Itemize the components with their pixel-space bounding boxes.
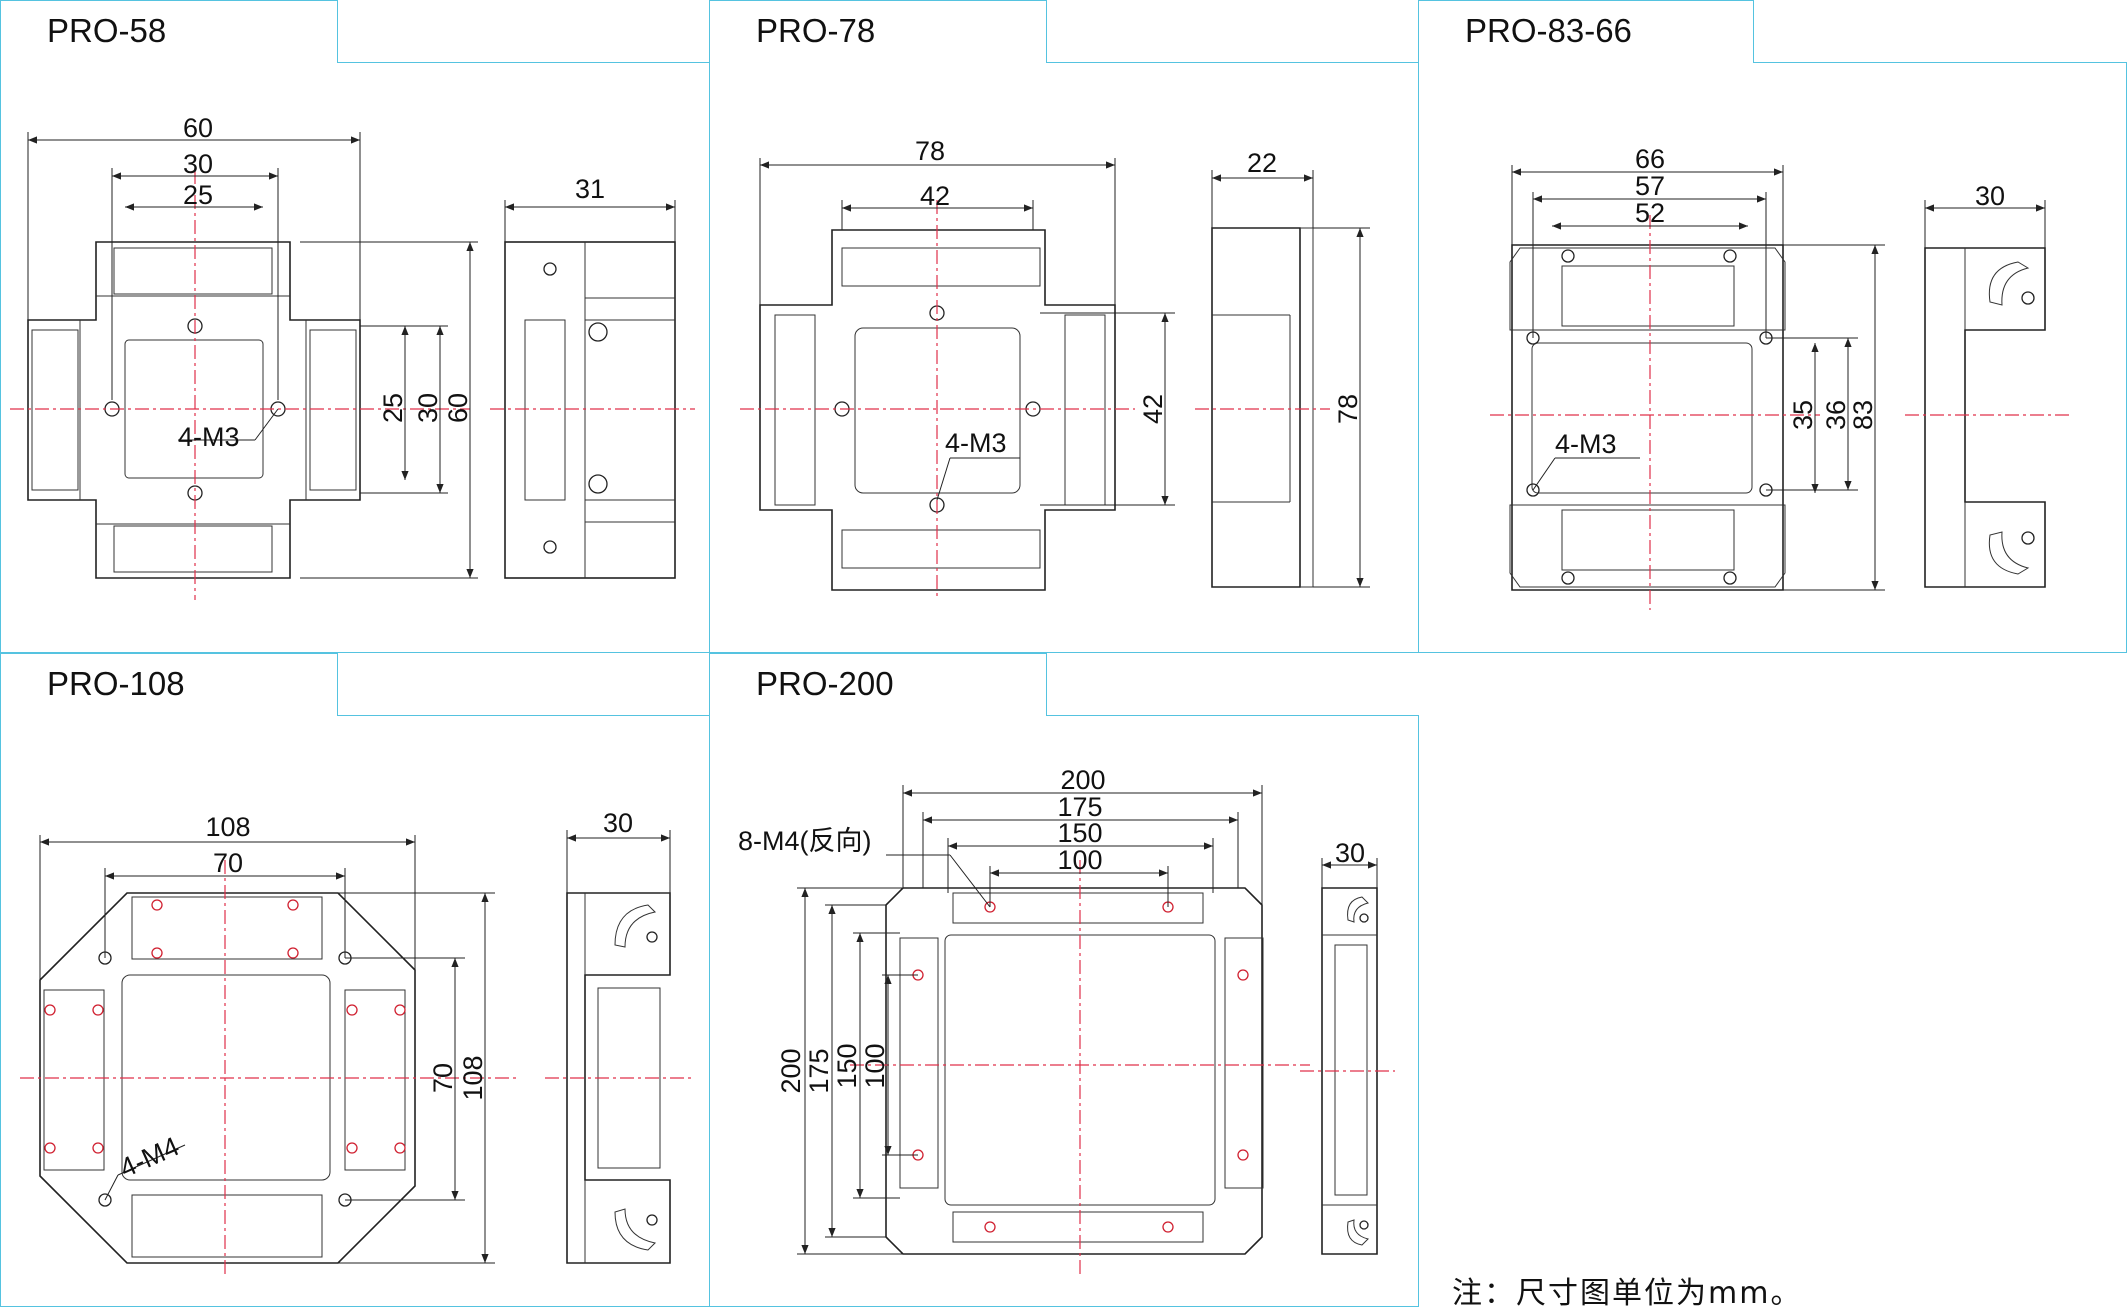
dim-hole-spacing: 30 [183, 149, 213, 179]
dim-hole-spacing: 42 [920, 181, 950, 211]
side-width: 30 [603, 808, 633, 838]
dim-hole-spacing: 100 [1057, 845, 1102, 875]
pro-83-66-front-view [1490, 215, 1820, 610]
drawing-pro-200: 200 175 150 100 200 175 150 100 8-M4(反向) [738, 765, 1395, 1275]
panel-title: PRO-58 [0, 0, 338, 63]
pro-78-side-view: 22 78 [1195, 148, 1370, 588]
dim-hole-spacing: 57 [1635, 171, 1665, 201]
dim-window: 52 [1635, 198, 1665, 228]
dim-hole-v: 70 [428, 1063, 458, 1093]
panel-pro-200 [709, 715, 1419, 1307]
side-width: 30 [1335, 838, 1365, 868]
side-height: 78 [1333, 394, 1363, 424]
dim-outer-v: 175 [804, 1048, 834, 1093]
pro-58-dimensions: 60 30 25 25 30 60 4-M3 [27, 113, 478, 579]
pro-78-dimensions: 78 42 42 4-M3 [759, 136, 1175, 506]
panel-title: PRO-200 [709, 653, 1047, 716]
dim-lamp: 150 [1057, 818, 1102, 848]
dim-width: 60 [183, 113, 213, 143]
hole-note: 4-M3 [178, 422, 240, 452]
pro-200-side-view: 30 [1300, 838, 1395, 1255]
drawing-pro-83-66: 66 57 52 35 36 83 4-M3 [1490, 144, 2070, 610]
pro-58-side-view: 31 [490, 174, 695, 579]
dim-height: 60 [443, 393, 473, 423]
dim-width: 66 [1635, 144, 1665, 174]
panel-pro-83-66 [1418, 62, 2127, 653]
drawing-pro-78: 78 42 42 4-M3 22 78 [740, 136, 1370, 600]
dim-window: 25 [183, 180, 213, 210]
dim-width: 200 [1060, 765, 1105, 795]
side-width: 30 [1975, 181, 2005, 211]
dim-height: 83 [1848, 400, 1878, 430]
pro-58-front-view [10, 170, 470, 600]
hole-note: 4-M3 [1555, 429, 1617, 459]
panel-title: PRO-83-66 [1418, 0, 1754, 63]
dim-hole-v: 42 [1138, 394, 1168, 424]
dim-hole-v: 30 [413, 393, 443, 423]
pro-83-66-side-view: 30 [1905, 181, 2070, 588]
side-width: 22 [1247, 148, 1277, 178]
drawing-pro-108: 108 70 70 108 4-M4 3 [20, 808, 695, 1275]
dim-width: 78 [915, 136, 945, 166]
hole-note: 8-M4(反向) [738, 826, 872, 856]
pro-108-dimensions: 108 70 70 108 4-M4 [39, 812, 495, 1264]
dim-window-v: 25 [378, 393, 408, 423]
side-width: 31 [575, 174, 605, 204]
pro-83-66-dimensions: 66 57 52 35 36 83 4-M3 [1511, 144, 1885, 591]
hole-note: 4-M4 [115, 1131, 183, 1183]
dim-hole-v: 36 [1821, 400, 1851, 430]
units-footnote: 注：尺寸图单位为mm。 [1452, 1276, 1803, 1311]
dim-width: 108 [205, 812, 250, 842]
dim-lamp-v: 150 [832, 1043, 862, 1088]
pro-78-front-view [740, 200, 1135, 600]
dim-window-v: 35 [1788, 400, 1818, 430]
pro-200-front-view [850, 860, 1310, 1275]
panel-pro-58 [0, 62, 710, 653]
dim-height: 200 [776, 1048, 806, 1093]
pro-108-side-view: 30 [545, 808, 695, 1264]
panel-title: PRO-78 [709, 0, 1047, 63]
pro-200-dimensions: 200 175 150 100 200 175 150 100 8-M4(反向) [738, 765, 1263, 1255]
dim-hole-v: 100 [860, 1043, 890, 1088]
drawing-pro-58: 60 30 25 25 30 60 4-M3 [10, 113, 695, 600]
dim-height: 108 [458, 1055, 488, 1100]
panel-title: PRO-108 [0, 653, 338, 716]
hole-note: 4-M3 [945, 428, 1007, 458]
panel-pro-108 [0, 715, 710, 1307]
dim-hole-spacing: 70 [213, 848, 243, 878]
dim-outer: 175 [1057, 792, 1102, 822]
